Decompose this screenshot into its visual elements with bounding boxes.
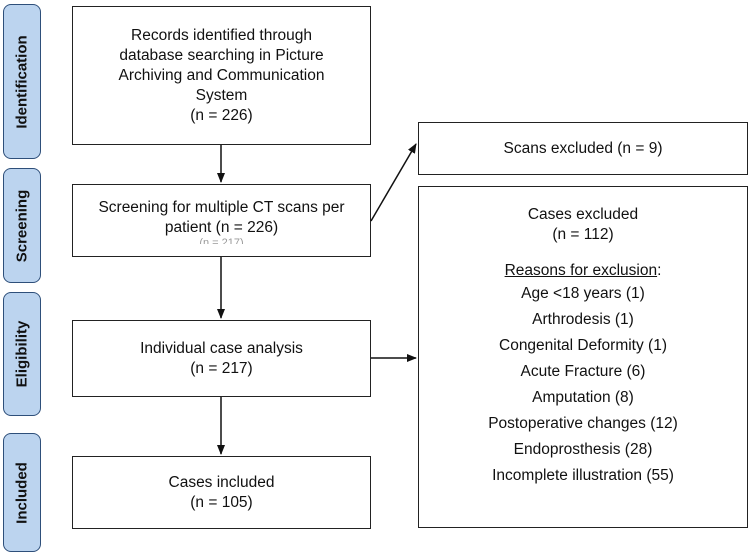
reason-item: Arthrodesis (1) — [532, 311, 634, 328]
included-label: Cases included — [168, 473, 275, 491]
cases-excluded-count: (n = 112) — [552, 226, 614, 243]
individual-label: Individual case analysis — [140, 339, 303, 357]
phase-screening: Screening — [3, 168, 41, 283]
phase-eligibility: Eligibility — [3, 292, 41, 416]
phase-screening-label: Screening — [13, 189, 31, 262]
records-identified-box: Records identified through database sear… — [72, 6, 371, 145]
reason-item: Age <18 years (1) — [521, 285, 645, 302]
cases-excluded-label: Cases excluded — [527, 206, 639, 223]
phase-included: Included — [3, 433, 41, 552]
reason-item: Amputation (8) — [532, 389, 634, 406]
screening-line: patient (n = 226) — [164, 218, 279, 236]
records-line: Archiving and Communication — [118, 66, 325, 84]
scans-excluded-box: Scans excluded (n = 9) — [418, 122, 748, 175]
reasons-title-text: Reasons for exclusion — [504, 262, 658, 279]
cases-included-box: Cases included (n = 105) — [72, 456, 371, 529]
individual-count: (n = 217) — [190, 359, 253, 377]
screening-line: Screening for multiple CT scans per — [98, 198, 345, 216]
reason-item: Incomplete illustration (55) — [492, 467, 674, 484]
records-line: Records identified through — [131, 26, 312, 44]
records-line: database searching in Picture — [119, 46, 324, 64]
reasons-title: Reasons for exclusion: — [504, 262, 662, 279]
included-count: (n = 105) — [190, 493, 253, 511]
reason-item: Acute Fracture (6) — [520, 363, 646, 380]
records-line: System — [195, 86, 248, 104]
reason-item: Congenital Deformity (1) — [499, 337, 667, 354]
arrow-screening-to-scans-excluded — [370, 143, 417, 222]
records-count: (n = 226) — [190, 106, 253, 124]
reason-item: Endoprosthesis (28) — [513, 441, 653, 458]
phase-eligibility-label: Eligibility — [13, 320, 31, 388]
screening-box: Screening for multiple CT scans per pati… — [72, 184, 371, 257]
individual-case-analysis-box: Individual case analysis (n = 217) — [72, 320, 371, 397]
phase-identification: Identification — [3, 4, 41, 159]
phase-included-label: Included — [13, 461, 31, 524]
scans-excluded-label: Scans excluded (n = 9) — [503, 139, 663, 157]
phase-identification-label: Identification — [13, 34, 31, 129]
reason-item: Postoperative changes (12) — [488, 415, 678, 432]
screening-overflow-text: (n = 217) — [199, 237, 244, 244]
cases-excluded-box: Cases excluded (n = 112) Reasons for exc… — [418, 186, 748, 528]
